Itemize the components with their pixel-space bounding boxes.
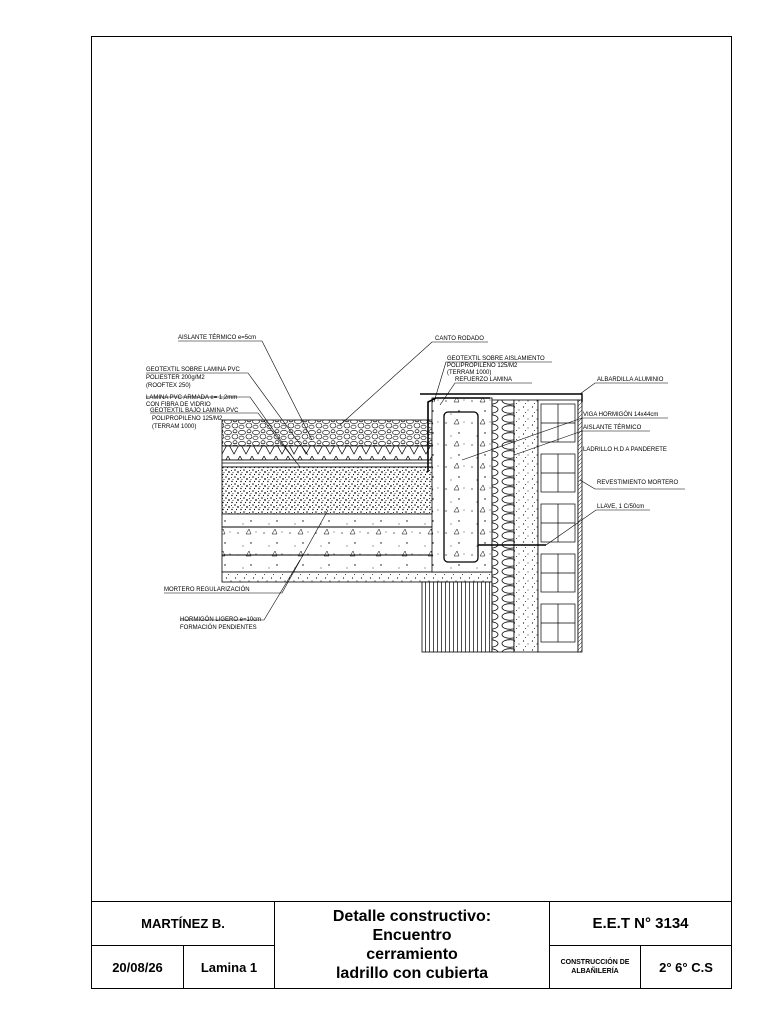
label-geotextil-aislamiento-3: (TERRAM 1000)	[447, 370, 491, 376]
leader-lines	[146, 340, 685, 621]
label-geotextil-bajo-1: GEOTEXTIL BAJO LAMINA PVC	[150, 408, 239, 414]
subject-cell: CONSTRUCCIÓN DE ALBAÑILERÍA	[549, 945, 641, 989]
author-name: MARTÍNEZ B.	[141, 916, 225, 931]
light-concrete-layer	[221, 466, 442, 515]
geotextile-membrane-layer	[221, 459, 433, 468]
subject-line-2: ALBAÑILERÍA	[571, 968, 619, 975]
label-aislante-e5: AISLANTE TÉRMICO e=5cm	[178, 334, 256, 341]
date: 20/08/26	[112, 959, 163, 975]
label-geotextil-sobre-lamina-3: (ROOFTEX 250)	[146, 383, 191, 389]
wall-assembly	[420, 393, 583, 653]
label-geotextil-bajo-3: (TERRAM 1000)	[152, 424, 196, 430]
label-canto-rodado: CANTO RODADO	[435, 336, 484, 342]
course-cell: 2° 6° C.S	[640, 945, 732, 989]
label-viga: VIGA HORMIGÓN 14x44cm	[583, 411, 658, 418]
brick-courses	[540, 403, 576, 643]
wall-insulation	[491, 399, 515, 653]
mortar-render	[577, 399, 583, 653]
label-refuerzo-lamina: REFUERZO LAMINA	[455, 377, 512, 383]
label-lamina-pvc-1: LAMINA PVC ARMADA e= 1,2mm	[146, 395, 237, 401]
school-cell: E.E.T N° 3134	[549, 901, 732, 946]
thermal-insulation-layer	[221, 445, 433, 461]
school-name: E.E.T N° 3134	[592, 915, 689, 932]
title-line-4: ladrillo con cubierta	[335, 965, 489, 982]
label-mortero: MORTERO REGULARIZACIÓN	[164, 586, 250, 593]
label-lamina-pvc-2: CON FIBRA DE VIDRIO	[146, 402, 211, 408]
waterproof-membrane	[427, 397, 490, 472]
canto-rodado-layer	[221, 419, 433, 447]
label-hormigon-2: FORMACIÓN PENDIENTES	[180, 624, 257, 631]
label-geotextil-bajo-2: POLIPROPILENO 125/M2	[152, 416, 223, 422]
concrete-beam	[431, 397, 493, 573]
sheet-number: Lamina 1	[200, 959, 258, 975]
label-llave: LLAVE, 1 C/50cm	[597, 504, 644, 510]
label-geotextil-aislamiento-2: POLIPROPILENO 125/M2	[447, 363, 518, 369]
sheet-cell: Lamina 1	[183, 945, 275, 989]
date-cell: 20/08/26	[91, 945, 184, 989]
label-aislante-termico: AISLANTE TÉRMICO	[583, 424, 642, 431]
label-ladrillo: LADRILLO H.D A PANDERETE	[583, 447, 667, 453]
title-line-1: Detalle constructivo:	[332, 908, 492, 925]
mortar-regularization-layer	[221, 571, 493, 583]
parapet-beam	[421, 397, 493, 653]
label-geotextil-sobre-lamina-1: GEOTEXTIL SOBRE LAMINA PVC	[146, 367, 240, 373]
label-albardilla: ALBARDILLA ALUMINIO	[597, 377, 664, 383]
label-revestimiento: REVESTIMIENTO MORTERO	[597, 480, 678, 486]
course: 2° 6° C.S	[659, 959, 713, 975]
beam-rebar-cage	[443, 411, 479, 563]
concrete-slab	[221, 513, 444, 573]
title-line-3: cerramiento	[366, 946, 458, 963]
author-cell: MARTÍNEZ B.	[91, 901, 275, 946]
label-hormigon-1: HORMIGÓN LIGERO e=10cm	[180, 616, 261, 623]
title-block: MARTÍNEZ B. 20/08/26 Lamina 1 Detalle co…	[91, 901, 732, 989]
label-geotextil-aislamiento-1: GEOTEXTIL SOBRE AISLAMIENTO	[447, 356, 545, 362]
title-cell: Detalle constructivo: Encuentro cerramie…	[274, 901, 550, 989]
label-geotextil-sobre-lamina-2: POLIESTER 200g/M2	[146, 375, 205, 381]
subject-line-1: CONSTRUCCIÓN DE	[560, 959, 630, 966]
callout-labels: AISLANTE TÉRMICO e=5cm GEOTEXTIL SOBRE L…	[146, 334, 678, 631]
title-line-2: Encuentro	[372, 927, 452, 944]
aluminium-coping	[420, 393, 583, 402]
